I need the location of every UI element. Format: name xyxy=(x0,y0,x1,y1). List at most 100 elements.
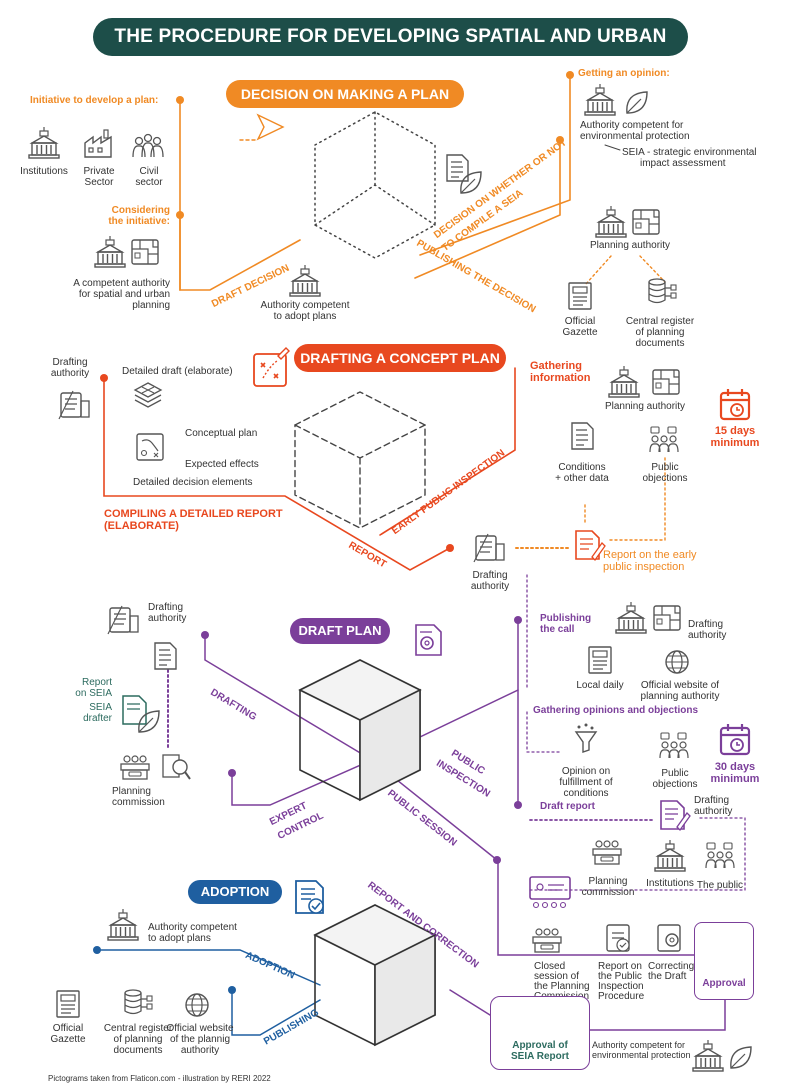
considering-label-2: the initiative: xyxy=(108,216,170,227)
planning-commission-label-1: Planning xyxy=(112,786,151,797)
central-register-label-2: of planning xyxy=(635,327,685,338)
s4-central-register-2: of planning xyxy=(113,1034,163,1045)
seia-drafter-label-1: SEIA xyxy=(89,702,112,713)
considering-label-1: Considering xyxy=(111,205,170,216)
the-public-label: The public xyxy=(696,880,744,891)
report-early-label-1: Report on the early xyxy=(603,549,697,561)
draft-report-authority-1: Drafting xyxy=(694,795,730,806)
s4-official-website-2: of the plannig xyxy=(169,1034,231,1045)
closed-session-label-2: session of xyxy=(534,971,580,982)
adopt-authority-label-2: to adopt plans xyxy=(273,311,337,322)
s4-env-authority-1: Authority competent for xyxy=(592,1040,686,1050)
closed-session-label-1: Closed xyxy=(534,961,566,972)
public-objections-label-2: objections xyxy=(642,473,688,484)
central-register-label-1: Central register xyxy=(625,316,695,327)
correcting-draft-label-2: the Draft xyxy=(648,971,687,982)
footer-credit: Pictograms taken from Flaticon.com - ill… xyxy=(48,1074,271,1083)
correcting-draft-label-1: Correcting xyxy=(648,961,695,972)
opinion-fulfillment-label-2: fulfillment of xyxy=(559,777,613,788)
env-authority-label-1: Authority competent for xyxy=(580,120,684,131)
publishing-call-label-2: the call xyxy=(540,624,575,635)
expected-effects-label: Expected effects xyxy=(185,459,259,470)
drafting-authority-label-1: Drafting xyxy=(52,357,88,368)
report-inspection-label-4: Procedure xyxy=(598,991,645,1002)
approval-label: Approval xyxy=(702,978,746,989)
official-gazette-label-1: Official xyxy=(564,316,596,327)
conceptual-plan-label: Conceptual plan xyxy=(185,428,258,439)
report-inspection-label-1: Report on xyxy=(598,961,642,972)
report-inspection-label-3: Inspection xyxy=(598,981,644,992)
section-adoption-heading: ADOPTION xyxy=(188,880,282,904)
seia-drafter-label-2: drafter xyxy=(83,713,112,724)
s3-institutions-label: Institutions xyxy=(646,878,694,889)
page-title: THE PROCEDURE FOR DEVELOPING SPATIAL AND… xyxy=(93,18,688,85)
official-gazette-label-2: Gazette xyxy=(562,327,598,338)
planning-commission-label-2: commission xyxy=(112,797,165,808)
section-draft-plan-heading: DRAFT PLAN xyxy=(290,618,390,644)
official-website-label-2: planning authority xyxy=(640,691,720,702)
drafting-authority-b-label-1: Drafting xyxy=(472,570,508,581)
report-seia-label-2: on SEIA xyxy=(75,688,112,699)
section-decision-heading: DECISION ON MAKING A PLAN xyxy=(226,80,464,108)
competent-authority-label-3: planning xyxy=(132,300,170,311)
drafting-authority-label-2: authority xyxy=(50,368,90,379)
s3-drafting-authority-1: Drafting xyxy=(148,602,184,613)
draft-report-label: Draft report xyxy=(540,801,596,812)
s3-drafting-authority-4: authority xyxy=(688,630,727,641)
official-website-label-1: Official website of xyxy=(640,680,720,691)
private-sector-label-1: Private xyxy=(83,166,115,177)
decision-elements-label: Detailed decision elements xyxy=(133,477,253,488)
compiling-report-label-2: (ELABORATE) xyxy=(104,520,179,532)
s4-official-website-1: Official website xyxy=(166,1023,234,1034)
conditions-label-2: + other data xyxy=(555,473,609,484)
s4-env-authority-2: environmental protection xyxy=(592,1050,691,1060)
central-register-label-3: documents xyxy=(635,338,685,349)
civil-sector-label-1: Civil xyxy=(139,166,159,177)
civil-sector-label-2: sector xyxy=(135,177,163,188)
local-daily-label: Local daily xyxy=(576,680,624,691)
report-seia-label-1: Report xyxy=(81,677,112,688)
initiative-label: Initiative to develop a plan: xyxy=(30,95,159,106)
s4-adopt-authority-2: to adopt plans xyxy=(148,933,211,944)
approval-box xyxy=(694,922,754,1000)
s3-drafting-authority-2: authority xyxy=(148,613,187,624)
approval-seia-box xyxy=(490,996,590,1070)
competent-authority-label-2: for spatial and urban xyxy=(78,289,170,300)
s3-public-objections-1: Public xyxy=(661,768,689,779)
competent-authority-label-1: A competent authority xyxy=(73,278,170,289)
opinion-fulfillment-label-3: conditions xyxy=(563,788,609,799)
getting-opinion-label: Getting an opinion: xyxy=(578,68,670,79)
private-sector-label-2: Sector xyxy=(84,177,114,188)
planning-authority-label-2: Planning authority xyxy=(604,401,686,412)
gathering-information-label-1: Gathering xyxy=(530,360,582,372)
drafting-authority-b-label-2: authority xyxy=(470,581,510,592)
draft-report-authority-2: authority xyxy=(694,806,733,817)
publishing-call-label-1: Publishing xyxy=(540,613,592,624)
s4-central-register-3: documents xyxy=(113,1045,163,1056)
report-early-label-2: public inspection xyxy=(603,561,685,573)
gathering-information-label-2: information xyxy=(530,372,591,384)
adopt-authority-label-1: Authority competent xyxy=(260,300,350,311)
compiling-report-label-1: COMPILING A DETAILED REPORT xyxy=(104,508,283,520)
report-inspection-label-2: the Public xyxy=(598,971,642,982)
s3-planning-commission-1: Planning xyxy=(588,876,628,887)
s4-central-register-1: Central register xyxy=(103,1023,173,1034)
detailed-draft-label: Detailed draft (elaborate) xyxy=(122,366,233,377)
approval-seia-label-1: Approval of xyxy=(512,1040,568,1051)
duration-30-days-2: minimum xyxy=(710,773,760,785)
approval-seia-label-2: SEIA Report xyxy=(511,1051,569,1062)
gathering-opinions-label: Gathering opinions and objections xyxy=(533,705,699,716)
duration-15-days-2: minimum xyxy=(710,437,760,449)
public-objections-label-1: Public xyxy=(651,462,679,473)
s3-public-objections-2: objections xyxy=(652,779,698,790)
closed-session-label-3: the Planning xyxy=(534,981,590,992)
planning-authority-label: Planning authority xyxy=(589,240,671,251)
s4-official-gazette-1: Official xyxy=(52,1023,84,1034)
seia-definition-2: impact assessment xyxy=(640,158,726,169)
section-concept-heading: DRAFTING A CONCEPT PLAN xyxy=(294,344,506,372)
s3-planning-commission-2: commission xyxy=(581,887,635,898)
s4-official-website-3: authority xyxy=(180,1045,220,1056)
duration-15-days-1: 15 days xyxy=(714,425,756,437)
env-authority-label-2: environmental protection xyxy=(580,131,690,142)
